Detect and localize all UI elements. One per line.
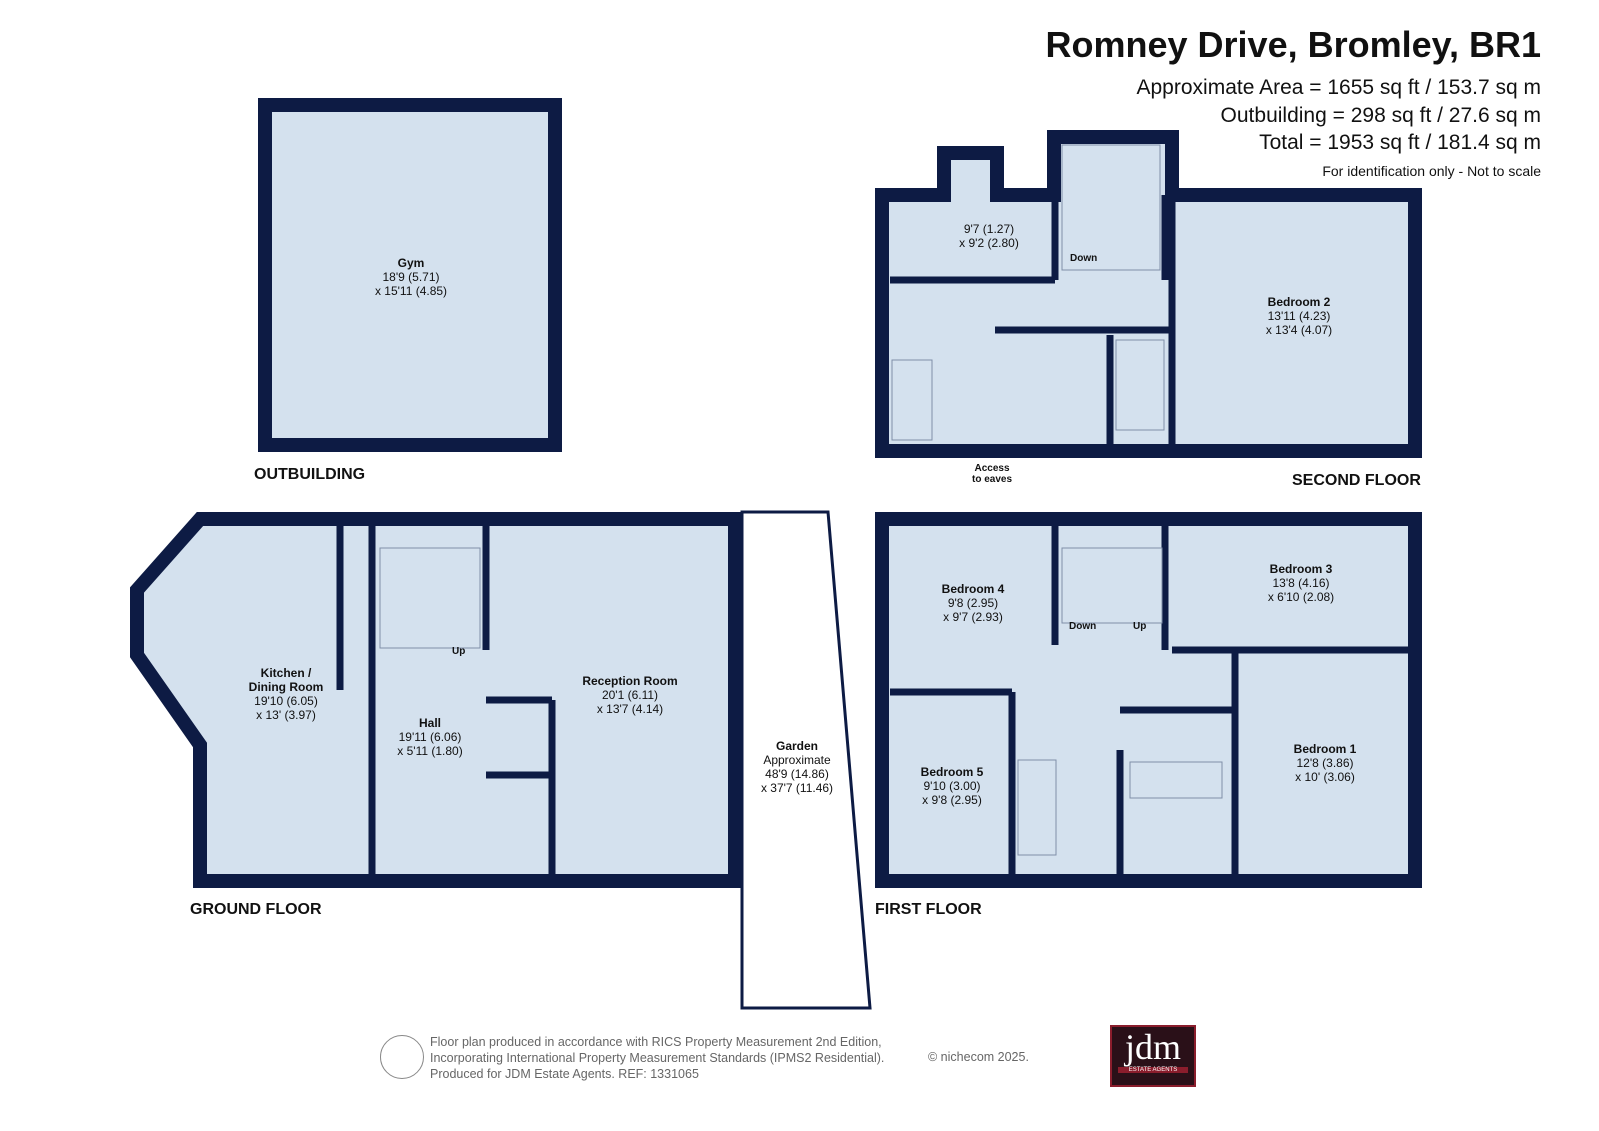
second-floor-walls: [875, 130, 1422, 458]
room-store: 9'7 (1.27)x 9'2 (2.80): [959, 222, 1019, 250]
second-floor-label: SECOND FLOOR: [1292, 472, 1421, 489]
person-icon: [380, 1035, 424, 1079]
first-floor-label: FIRST FLOOR: [875, 901, 982, 918]
ground-floor-walls: [130, 512, 742, 888]
approximate-area: Approximate Area = 1655 sq ft / 153.7 sq…: [1136, 76, 1542, 99]
total-area: Total = 1953 sq ft / 181.4 sq m: [1259, 131, 1541, 154]
stairs-down-first: Down: [1069, 621, 1097, 632]
footer-text: Floor plan produced in accordance with R…: [430, 1035, 885, 1081]
interior-walls: [336, 195, 1408, 881]
garden-outline: [740, 510, 872, 1010]
outbuilding-label: OUTBUILDING: [254, 466, 366, 483]
scale-note: For identification only - Not to scale: [1322, 163, 1541, 179]
first-floor-walls: [875, 512, 1422, 888]
ground-floor-label: GROUND FLOOR: [190, 901, 322, 918]
stairs-up-ground: Up: [452, 646, 466, 657]
property-title: Romney Drive, Bromley, BR1: [1045, 24, 1542, 65]
stairs-down-second: Down: [1070, 253, 1098, 264]
stairs: [379, 144, 1223, 856]
copyright: © nichecom 2025.: [928, 1050, 1029, 1064]
outbuilding-area: Outbuilding = 298 sq ft / 27.6 sq m: [1220, 104, 1541, 127]
stairs-up-first: Up: [1133, 621, 1147, 632]
outbuilding-walls: [258, 98, 562, 452]
